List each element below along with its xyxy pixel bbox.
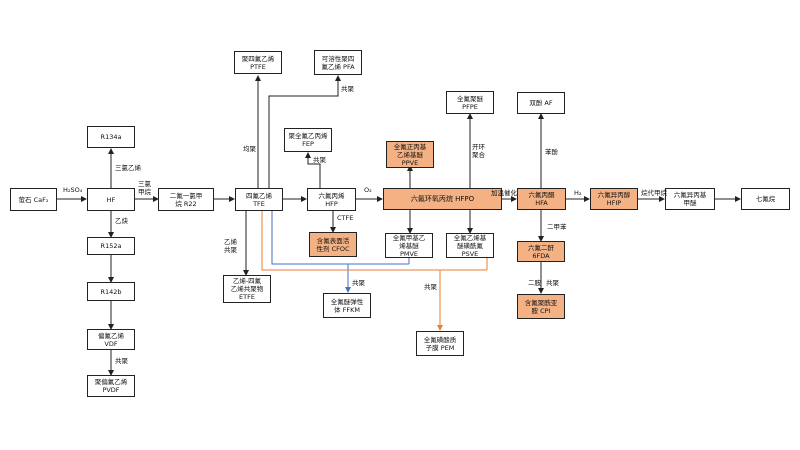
node-cfoc: 含氟表面活性剂 CFOC xyxy=(309,232,357,257)
label-methylation: 烷代甲烷 xyxy=(641,189,667,197)
node-cpi: 含氟聚酰亚胺 CPI xyxy=(517,294,565,319)
label-o2: O₂ xyxy=(364,186,372,194)
label-copoly-ffkm: 共聚 xyxy=(352,279,365,287)
label-phenol: 苯酚 xyxy=(545,148,558,156)
label-hydrogenation: 加温催化 xyxy=(491,189,517,197)
label-copoly-fep: 共聚 xyxy=(313,156,326,164)
label-copoly-pem: 共聚 xyxy=(424,283,437,291)
label-ctfe: CTFE xyxy=(337,214,354,222)
node-r152a: R152a xyxy=(87,237,135,255)
label-copoly-pfa: 共聚 xyxy=(341,85,354,93)
node-sevoflurane: 七氟烷 xyxy=(741,188,790,210)
label-trichloroethylene: 三氯乙烯 xyxy=(115,164,141,172)
node-hf: HF xyxy=(87,188,135,211)
label-diamine: 二胺 xyxy=(528,279,541,287)
node-fluorite: 萤石 CaF₂ xyxy=(10,188,57,211)
label-chloroform: 三氯甲烷 xyxy=(138,180,151,196)
label-ethylene-copoly: 乙烯共聚 xyxy=(224,238,237,254)
label-copoly-vdf: 共聚 xyxy=(115,357,128,365)
label-copoly-cpi: 共聚 xyxy=(546,279,559,287)
node-hfpo: 六氟环氧丙烷 HFPO xyxy=(383,188,502,210)
node-r134a: R134a xyxy=(87,126,135,148)
label-o-xylene: 二甲苯 xyxy=(547,223,567,231)
node-ffkm: 全氟醚弹性体 FFKM xyxy=(323,293,371,318)
label-ring-open: 开环聚合 xyxy=(472,143,485,159)
label-h2so4: H₂SO₄ xyxy=(63,186,83,194)
label-h2: H₂ xyxy=(574,189,582,197)
node-af: 双酚 AF xyxy=(517,92,565,114)
node-r22: 二氟一氯甲烷 R22 xyxy=(158,188,214,211)
node-hfme: 六氟异丙基甲醚 xyxy=(665,188,715,210)
node-pfa: 可溶性聚四氟乙烯 PFA xyxy=(314,50,362,75)
node-pem: 全氟磺酸质子膜 PEM xyxy=(416,331,464,356)
node-r142b: R142b xyxy=(87,282,135,301)
label-acetylene: 乙炔 xyxy=(115,217,128,225)
label-homopoly: 均聚 xyxy=(243,145,256,153)
